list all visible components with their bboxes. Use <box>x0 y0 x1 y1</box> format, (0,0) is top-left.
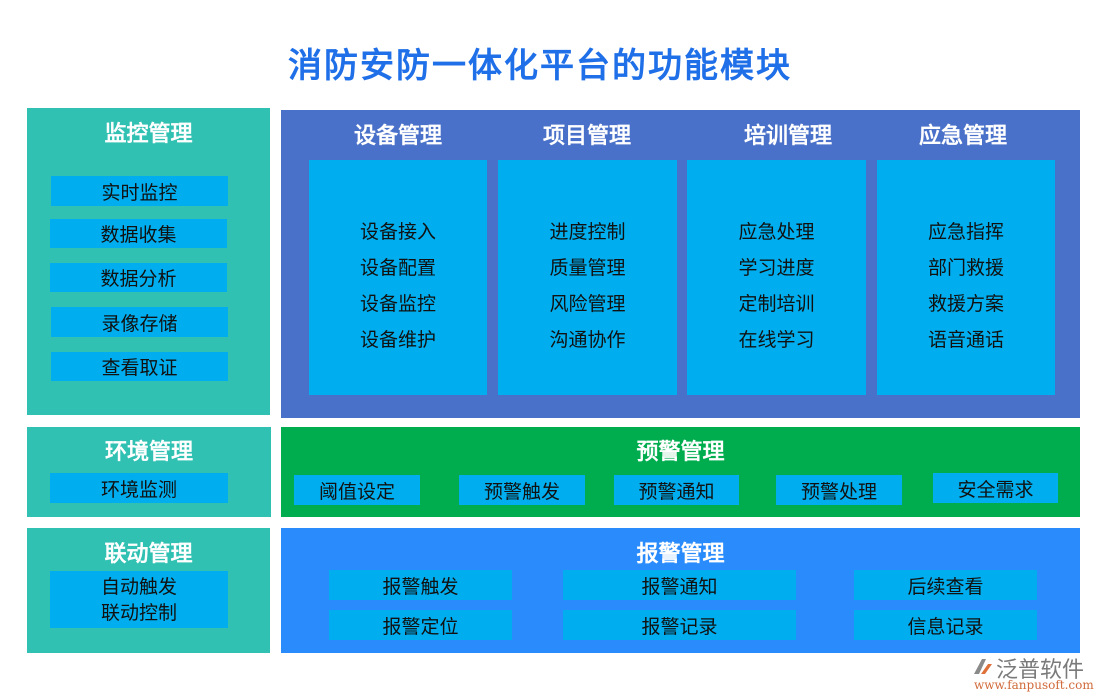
warning-item: 预警触发 <box>459 475 585 505</box>
linkage-item: 自动触发 <box>100 575 177 598</box>
alarm-item: 报警触发 <box>329 570 512 600</box>
alarm-item: 后续查看 <box>854 570 1037 600</box>
module-box-emergency: 应急指挥 部门救援 救援方案 语音通话 <box>877 160 1055 395</box>
warning-title: 预警管理 <box>636 440 725 465</box>
module-box-equipment: 设备接入 设备配置 设备监控 设备维护 <box>309 160 487 395</box>
module-item: 风险管理 <box>549 293 626 315</box>
alarm-item: 信息记录 <box>854 610 1037 640</box>
warning-item: 预警通知 <box>614 475 739 505</box>
monitoring-panel: 监控管理 实时监控 数据收集 数据分析 录像存储 查看取证 <box>27 108 270 415</box>
module-item: 救援方案 <box>927 293 1004 315</box>
warning-item: 安全需求 <box>933 473 1058 503</box>
linkage-panel: 联动管理 自动触发 联动控制 <box>27 528 270 653</box>
monitoring-item: 录像存储 <box>51 307 228 337</box>
module-item: 部门救援 <box>927 257 1004 279</box>
alarm-panel: 报警管理 报警触发 报警通知 后续查看 报警定位 报警记录 信息记录 <box>281 528 1080 653</box>
module-item: 进度控制 <box>549 221 626 243</box>
diagram-title: 消防安防一体化平台的功能模块 <box>288 46 792 86</box>
module-title-equipment: 设备管理 <box>353 124 442 149</box>
linkage-item: 联动控制 <box>100 601 177 624</box>
linkage-item-box: 自动触发 联动控制 <box>50 571 228 628</box>
alarm-item: 报警通知 <box>563 570 796 600</box>
module-item: 质量管理 <box>549 257 626 279</box>
alarm-title: 报警管理 <box>636 542 725 567</box>
module-item: 应急指挥 <box>927 221 1004 243</box>
alarm-item: 报警定位 <box>329 610 512 640</box>
module-title-training: 培训管理 <box>743 124 832 149</box>
module-item: 设备接入 <box>359 221 436 243</box>
environment-item: 环境监测 <box>50 473 228 503</box>
module-item: 在线学习 <box>738 329 815 351</box>
module-item: 设备维护 <box>359 329 436 351</box>
alarm-item: 报警记录 <box>563 610 796 640</box>
monitoring-item: 数据收集 <box>50 219 227 248</box>
module-item: 学习进度 <box>738 257 815 279</box>
warning-panel: 预警管理 阈值设定 预警触发 预警通知 预警处理 安全需求 <box>281 427 1080 517</box>
module-item: 沟通协作 <box>549 329 626 351</box>
brand-url: www.fanpusoft.com <box>974 678 1094 692</box>
module-item: 设备配置 <box>359 257 436 279</box>
monitoring-item: 实时监控 <box>51 176 228 206</box>
brand-mark-icon <box>974 659 992 674</box>
monitoring-title: 监控管理 <box>104 122 193 147</box>
brand-logo: 泛普软件 www.fanpusoft.com <box>970 652 1095 696</box>
monitoring-item: 查看取证 <box>51 352 228 381</box>
module-title-emergency: 应急管理 <box>918 124 1007 149</box>
module-title-project: 项目管理 <box>542 124 631 149</box>
modules-panel: 设备管理 项目管理 培训管理 应急管理 设备接入 设备配置 设备监控 设备维护 … <box>281 110 1080 418</box>
module-item: 设备监控 <box>359 293 436 315</box>
linkage-title: 联动管理 <box>104 542 193 567</box>
environment-panel: 环境管理 环境监测 <box>27 427 271 517</box>
module-item: 语音通话 <box>927 329 1004 351</box>
module-item: 定制培训 <box>738 293 815 315</box>
environment-title: 环境管理 <box>104 440 193 465</box>
module-box-training: 应急处理 学习进度 定制培训 在线学习 <box>687 160 866 395</box>
monitoring-item: 数据分析 <box>50 263 227 292</box>
module-item: 应急处理 <box>738 221 815 243</box>
brand-name: 泛普软件 <box>996 658 1085 683</box>
module-box-project: 进度控制 质量管理 风险管理 沟通协作 <box>498 160 677 395</box>
warning-item: 阈值设定 <box>294 475 420 505</box>
warning-item: 预警处理 <box>776 475 902 505</box>
